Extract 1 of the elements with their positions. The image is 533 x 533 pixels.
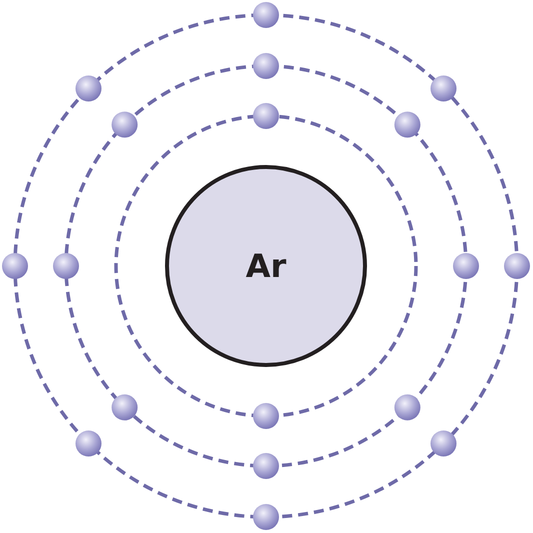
element-symbol: Ar <box>246 247 286 285</box>
